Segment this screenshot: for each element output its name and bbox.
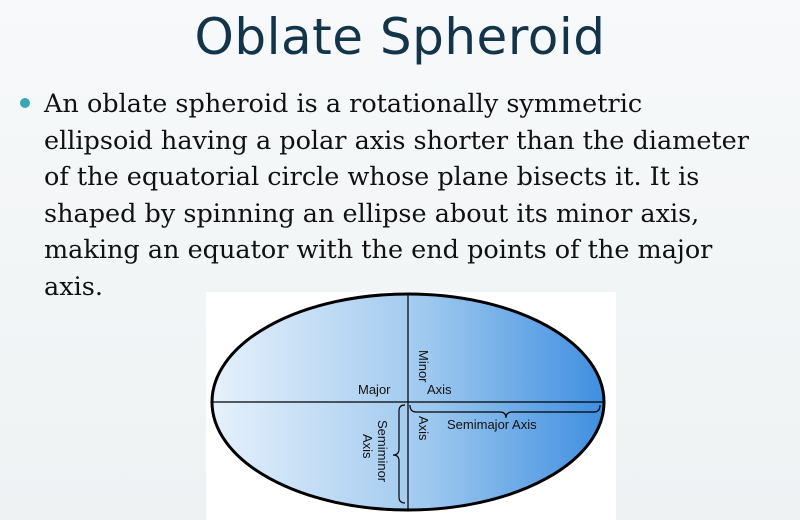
minor-label: Minor bbox=[416, 350, 431, 383]
semiminor-axis-label: Axis bbox=[360, 434, 375, 459]
bullet-icon bbox=[20, 98, 30, 108]
slide-title: Oblate Spheroid bbox=[194, 8, 606, 66]
minor-axis-word-label: Axis bbox=[416, 416, 431, 441]
bullet-text: An oblate spheroid is a rotationally sym… bbox=[44, 86, 796, 305]
semiminor-label: Semiminor bbox=[375, 420, 390, 483]
diagram-svg: Major Axis Minor Axis Semimajor Axis Sem… bbox=[210, 292, 606, 512]
major-label: Major bbox=[358, 382, 391, 397]
bullet-line: ellipsoid having a polar axis shorter th… bbox=[44, 125, 749, 156]
bullet-line: making an equator with the end points of… bbox=[44, 235, 713, 265]
bullet-line: axis. bbox=[44, 271, 103, 302]
axis-label-right: Axis bbox=[427, 382, 452, 397]
bullet-line: An oblate spheroid is a rotationally sym… bbox=[44, 89, 643, 119]
semimajor-label: Semimajor Axis bbox=[447, 417, 537, 432]
oblate-spheroid-diagram: Major Axis Minor Axis Semimajor Axis Sem… bbox=[206, 292, 616, 520]
bullet-line: of the equatorial circle whose plane bis… bbox=[44, 162, 700, 192]
semimajor-brace bbox=[409, 404, 601, 419]
bullet-line: shaped by spinning an ellipse about its … bbox=[44, 198, 700, 229]
semiminor-brace bbox=[392, 404, 406, 504]
